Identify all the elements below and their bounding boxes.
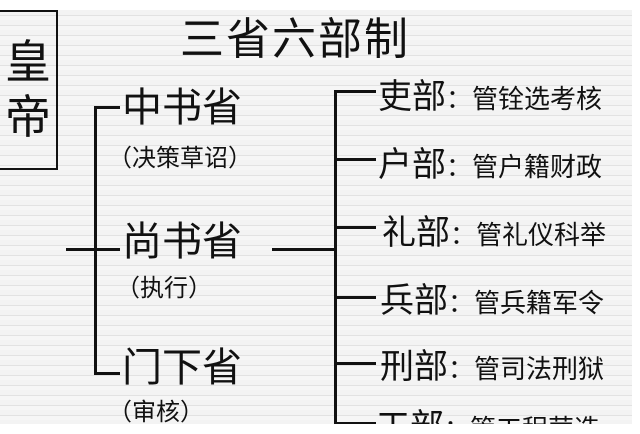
- ministry-li-rites: 礼部：管礼仪科举: [382, 216, 606, 250]
- ministry-duty: ：管户籍财政: [446, 153, 603, 183]
- connector-line: [94, 372, 120, 375]
- emperor-char: 帝: [5, 90, 51, 144]
- connector-line: [334, 90, 376, 93]
- ministry-li-personnel: 吏部：管铨选考核: [378, 80, 602, 114]
- ministry-duty: ：管工程营造: [444, 415, 600, 424]
- ministry-name: 吏部: [378, 77, 446, 117]
- province-zhongshu: 中书省: [122, 85, 242, 131]
- ministry-duty: ：管司法刑狱: [448, 355, 605, 385]
- province-role: （执行）: [116, 274, 212, 302]
- province-menxia: 门下省: [122, 345, 242, 391]
- ministry-name: 工部: [376, 407, 444, 424]
- connector-line: [94, 248, 120, 251]
- ministry-duty: ：管铨选考核: [446, 85, 603, 115]
- connector-line: [334, 226, 376, 229]
- province-role: （决策草诏）: [108, 144, 252, 172]
- ministry-gong: 工部：管工程营造: [376, 410, 600, 424]
- ministry-name: 兵部: [380, 281, 448, 321]
- ministry-name: 刑部: [380, 347, 448, 387]
- ministry-duty: ：管礼仪科举: [450, 221, 607, 251]
- connector-line: [272, 248, 336, 251]
- connector-line: [94, 106, 97, 374]
- diagram-canvas: 三省六部制 皇 帝 中书省 （决策草诏） 尚书省 （执行） 门下省 （审核） 吏…: [0, 10, 632, 424]
- province-role: （审核）: [108, 398, 204, 424]
- ministry-xing: 刑部：管司法刑狱: [380, 350, 604, 384]
- ministry-duty: ：管兵籍军令: [448, 289, 605, 319]
- connector-line: [334, 296, 376, 299]
- diagram-title: 三省六部制: [180, 14, 410, 65]
- emperor-char: 皇: [5, 34, 51, 89]
- connector-line: [66, 248, 96, 251]
- ministry-hu: 户部：管户籍财政: [378, 148, 602, 182]
- emperor-box: 皇 帝: [0, 10, 58, 170]
- ministry-bing: 兵部：管兵籍军令: [380, 284, 604, 318]
- connector-line: [334, 158, 376, 161]
- ministry-name: 户部: [378, 145, 446, 185]
- province-shangshu: 尚书省: [122, 219, 242, 265]
- connector-line: [94, 106, 120, 109]
- connector-line: [334, 362, 376, 365]
- ministry-name: 礼部: [382, 213, 450, 253]
- connector-line: [334, 90, 337, 424]
- connector-line: [334, 422, 376, 424]
